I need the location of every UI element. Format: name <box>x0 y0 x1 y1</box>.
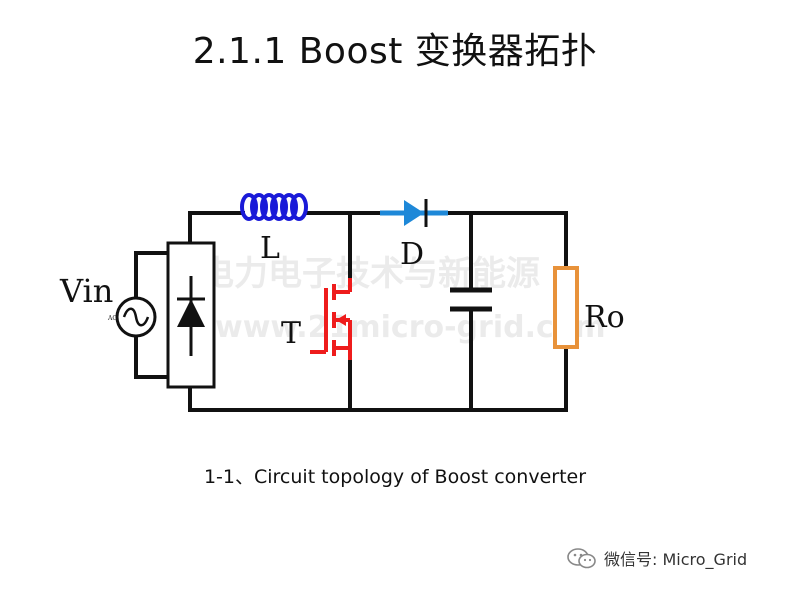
label-ac: AC <box>107 315 117 322</box>
label-load: Ro <box>584 300 625 335</box>
wechat-id-text: 微信号: Micro_Grid <box>604 550 748 569</box>
label-vin: Vin <box>59 272 113 310</box>
label-diode: D <box>400 237 424 272</box>
page-title: 2.1.1 Boost 变换器拓扑 <box>192 31 598 72</box>
label-inductor: L <box>260 231 280 266</box>
figure-caption: 1-1、Circuit topology of Boost converter <box>203 466 587 488</box>
wechat-icon <box>567 548 596 569</box>
bridge-rectifier <box>166 241 216 389</box>
mosfet-switch <box>310 278 352 360</box>
watermark-line2: www.21micro-grid.com <box>215 310 606 345</box>
watermark-line1: 电力电子技术与新能源 <box>200 254 540 294</box>
wires <box>134 211 568 412</box>
label-switch: T <box>281 316 301 351</box>
ac-source <box>115 296 157 338</box>
wechat-badge: 微信号: Micro_Grid <box>566 546 747 570</box>
diode <box>380 199 448 227</box>
inductor <box>240 193 308 221</box>
capacitor <box>450 287 492 312</box>
load-resistor <box>553 266 579 349</box>
